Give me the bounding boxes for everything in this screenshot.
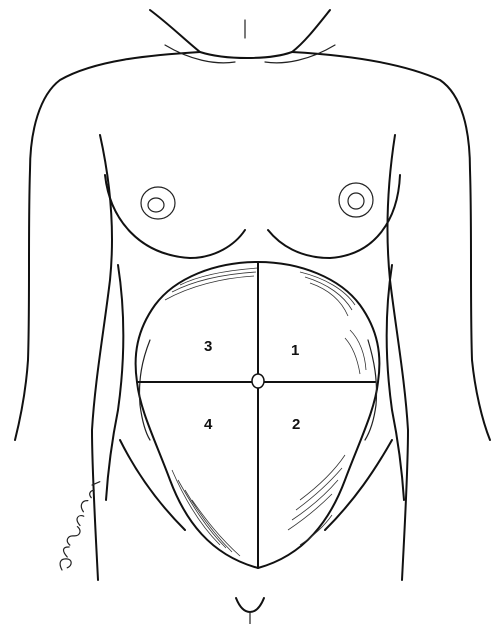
right-nipple [339,183,373,217]
quadrant-lines [137,262,375,568]
quadrant-label-2: 2 [292,416,300,433]
abdomen-shading [165,268,366,556]
torso-outline [15,10,490,624]
quadrant-label-3: 3 [204,338,212,355]
umbilicus [252,374,264,388]
quadrant-label-4: 4 [204,416,213,433]
quadrant-label-1: 1 [291,342,299,359]
left-nipple [141,187,175,219]
